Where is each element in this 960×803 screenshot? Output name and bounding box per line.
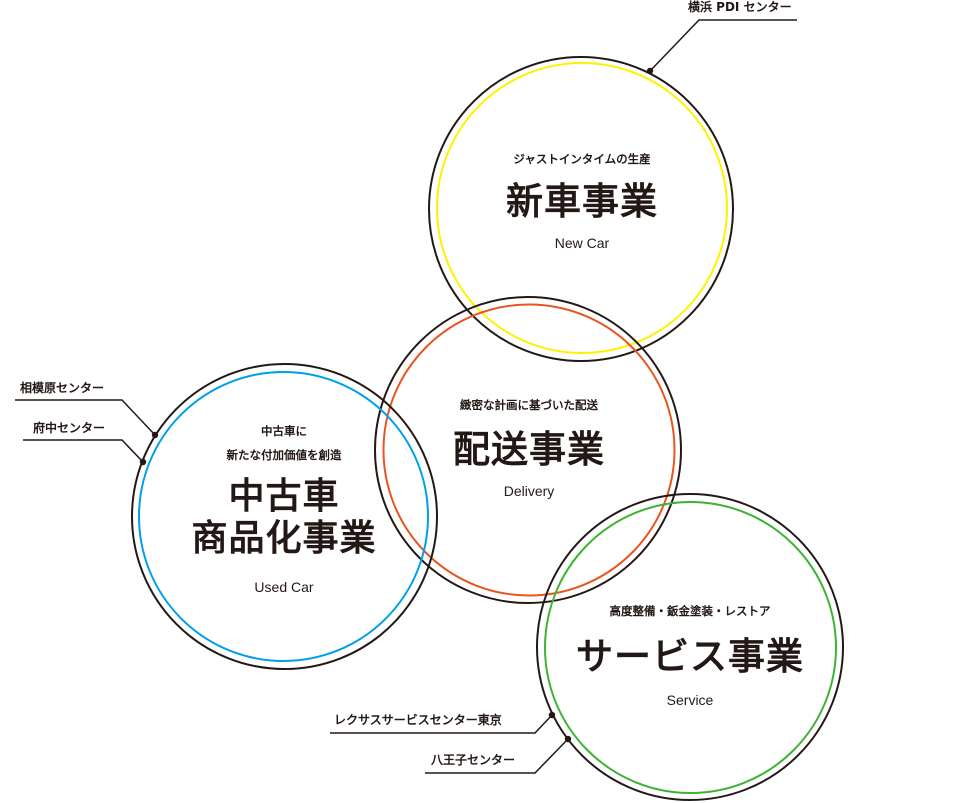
callout-leader-yokohama: [649, 19, 797, 72]
service-tagline: 高度整備・鈑金塗装・レストア: [609, 604, 771, 618]
new-car-text: ジャストインタイムの生産 新車事業 New Car: [506, 148, 658, 252]
callout-dot-sagamihara: [151, 431, 159, 439]
new-car-tagline: ジャストインタイムの生産: [513, 152, 651, 166]
delivery-text: 緻密な計画に基づいた配送 配送事業 Delivery: [453, 394, 605, 500]
callout-dot-fuchu: [139, 458, 147, 466]
callout-dot-hachioji: [564, 735, 572, 743]
callout-label-sagamihara: 相模原センター: [20, 381, 105, 395]
delivery-title: 配送事業: [453, 428, 605, 471]
service-text: 高度整備・鈑金塗装・レストア サービス事業 Service: [576, 600, 804, 709]
service-outer-ring: [536, 493, 844, 801]
service-inner-ring: [544, 501, 837, 794]
used-car-title-line2: 商品化事業: [191, 518, 377, 559]
new-car-circle: [428, 56, 734, 362]
new-car-subtitle: New Car: [554, 235, 610, 251]
callout-label-hachioji: 八王子センター: [431, 753, 516, 767]
used-car-inner-ring: [138, 371, 429, 662]
used-car-tagline-line2: 新たな付加価値を創造: [226, 448, 342, 462]
callout-leader-sagamihara: [15, 399, 156, 436]
callout-leader-fuchu: [23, 439, 144, 463]
callout-label-fuchu: 府中センター: [33, 421, 106, 435]
used-car-tagline-line1: 中古車に: [260, 424, 307, 438]
new-car-title: 新車事業: [506, 180, 658, 223]
used-car-title-line1: 中古車: [228, 476, 340, 517]
delivery-tagline: 緻密な計画に基づいた配送: [460, 398, 598, 412]
service-subtitle: Service: [666, 692, 714, 708]
used-car-circle: [131, 363, 438, 670]
callout-leader-hachioji: [425, 738, 569, 774]
new-car-inner-ring: [436, 62, 728, 354]
callout-dot-lexus: [548, 711, 556, 719]
new-car-outer-ring: [428, 56, 734, 362]
delivery-inner-ring: [382, 303, 676, 597]
delivery-circle: [374, 296, 682, 604]
callout-leader-lexus: [330, 714, 553, 734]
used-car-text: 中古車に 新たな付加価値を創造 中古車 商品化事業 Used Car: [191, 420, 376, 596]
service-title: サービス事業: [576, 635, 804, 678]
used-car-subtitle: Used Car: [254, 579, 314, 595]
delivery-subtitle: Delivery: [503, 483, 555, 499]
callout-dot-yokohama: [646, 67, 654, 75]
service-circle: [536, 493, 844, 801]
used-car-outer-ring: [131, 363, 438, 670]
delivery-outer-ring: [374, 296, 682, 604]
callout-label-lexus: レクサスサービスセンター東京: [334, 713, 502, 727]
callout-label-yokohama: 横浜 PDI センター: [688, 0, 792, 14]
